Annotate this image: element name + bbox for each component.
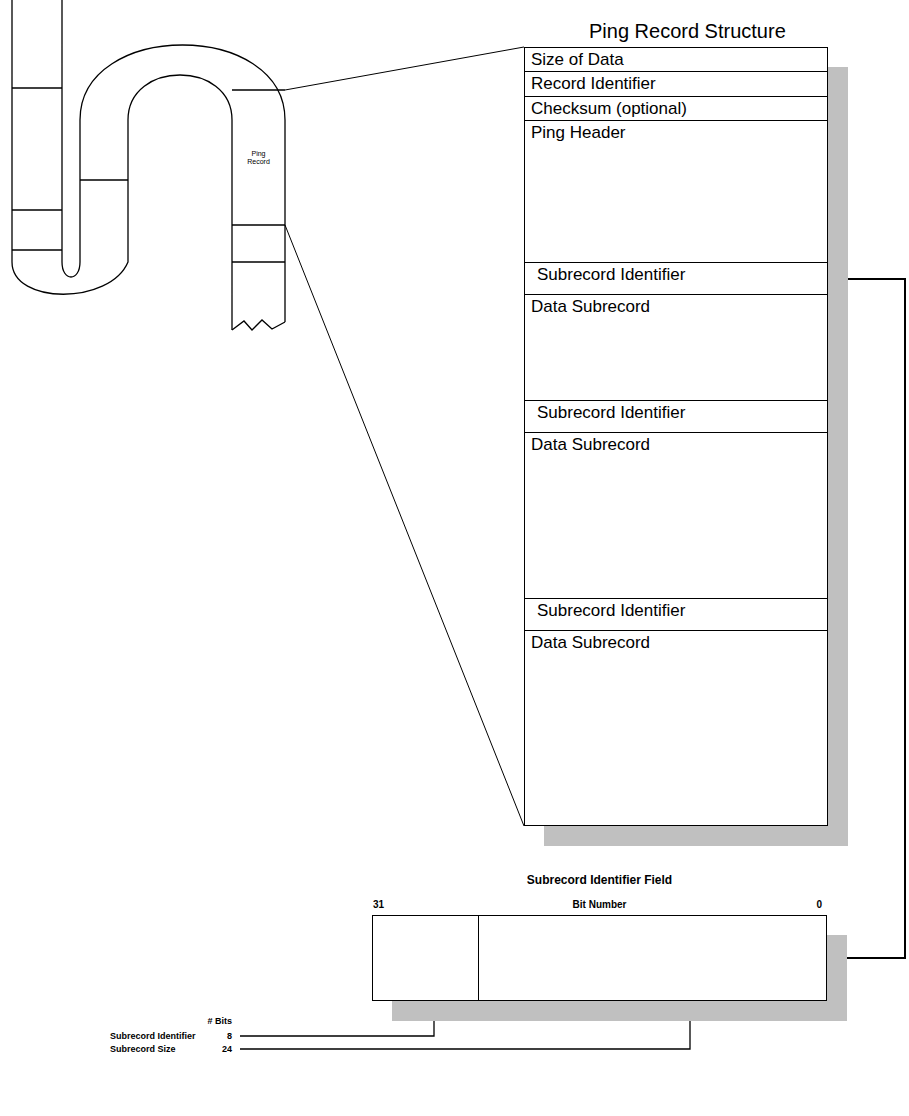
- bit-number: 0: [816, 899, 822, 911]
- node-text: Data Subrecord: [531, 435, 827, 455]
- tape-torn-end: [232, 320, 285, 330]
- field-label: Subrecord Identifier: [110, 1031, 196, 1042]
- record-row: Subrecord Identifier: [525, 599, 827, 631]
- bit-count: 8: [227, 1031, 232, 1042]
- arrow-head: [685, 1001, 695, 1012]
- record-row: Subrecord Identifier: [525, 263, 827, 295]
- field-label: # Bits: [207, 1016, 232, 1027]
- arrow-head: [429, 1001, 439, 1012]
- tape-outline: [12, 0, 232, 330]
- node-text: Ping Record: [244, 150, 274, 166]
- node-text: Ping Record Structure: [589, 19, 786, 43]
- record-row: Data Subrecord: [525, 631, 827, 826]
- field-box: Subrecord Identifier Field31Bit Number0: [372, 915, 827, 1001]
- record-row: Subrecord Identifier: [525, 401, 827, 433]
- leader-line: [240, 1010, 690, 1049]
- record-box: Ping Record StructureSize of DataRecord …: [524, 47, 828, 826]
- connector-line: [827, 279, 905, 958]
- tape-segment-line: [12, 209, 62, 210]
- tape-outline: [62, 0, 285, 322]
- bit-number: 31: [373, 899, 384, 911]
- connector-line: [285, 47, 524, 90]
- field-divider: [478, 916, 479, 1000]
- tape-segment-line: [232, 261, 285, 262]
- record-row: Record Identifier: [525, 72, 827, 97]
- connector-line: [285, 225, 524, 826]
- tape-segment: Ping Record: [232, 90, 285, 225]
- node-text: Subrecord Identifier: [537, 265, 827, 285]
- tape-segment-line: [12, 87, 62, 88]
- node-text: Subrecord Identifier: [537, 403, 827, 423]
- connector: [827, 279, 905, 963]
- tape-segment-line: [232, 224, 285, 225]
- connector: [285, 225, 524, 826]
- tape-segment-line: [12, 249, 62, 250]
- tape-segment-line: [232, 89, 285, 90]
- node-text: Data Subrecord: [531, 633, 827, 653]
- node-text: Subrecord Identifier: [537, 601, 827, 621]
- node-text: Data Subrecord: [531, 297, 827, 317]
- arrow-head: [827, 953, 838, 963]
- leader-line: [240, 1010, 434, 1036]
- record-row: Data Subrecord: [525, 295, 827, 401]
- node-text: Record Identifier: [531, 74, 827, 94]
- node-text: Subrecord Identifier Field: [373, 873, 826, 887]
- bit-number: Bit Number: [373, 899, 826, 911]
- record-row: Size of Data: [525, 48, 827, 72]
- node-text: Checksum (optional): [531, 99, 827, 119]
- record-row: Data Subrecord: [525, 433, 827, 599]
- record-row: Ping Header: [525, 121, 827, 263]
- record-row: Checksum (optional): [525, 97, 827, 121]
- bit-count: 24: [222, 1044, 232, 1055]
- field-label: Subrecord Size: [110, 1044, 176, 1055]
- tape-segment-line: [80, 179, 128, 180]
- connector: [285, 47, 524, 90]
- node-text: Size of Data: [531, 50, 827, 70]
- node-text: Ping Header: [531, 123, 827, 143]
